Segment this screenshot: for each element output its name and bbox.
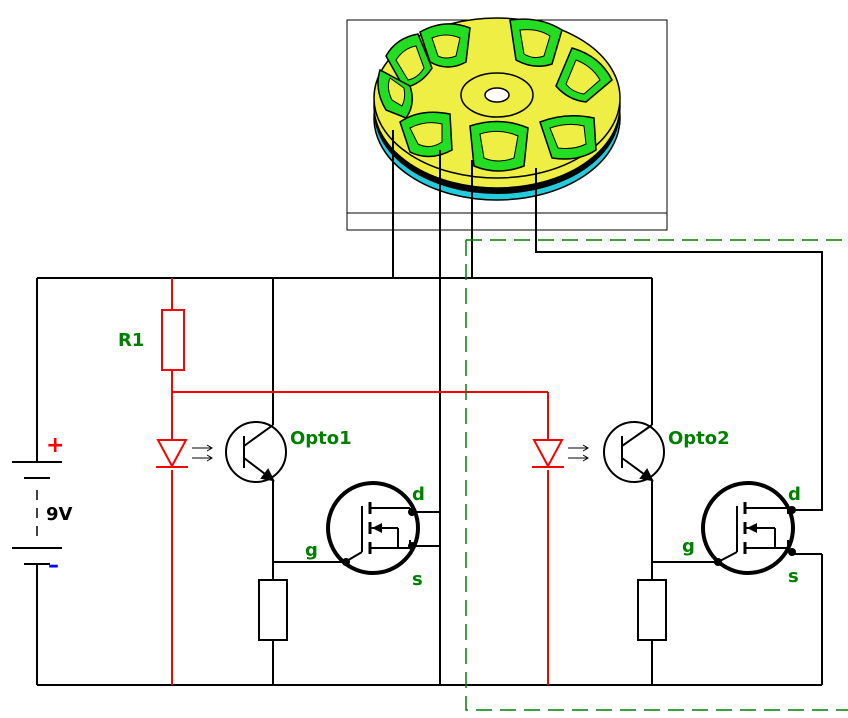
led-2 [532,439,564,469]
mosfet1-gate-label: g [305,540,318,561]
mosfet2-gate-label: g [682,536,695,557]
motor-image [346,17,668,231]
mosfet1-drain-label: d [412,484,425,505]
opto2-transistor [603,421,665,483]
r1-label: R1 [118,330,144,351]
resistor-emitter-1 [258,579,288,641]
mosfet-2 [701,481,796,575]
resistor-emitter-2 [637,579,667,641]
led-2-light-arrows [568,444,589,462]
coil-leads [392,130,823,685]
led-wiring [171,278,549,685]
battery-plus-label: + [46,433,64,458]
opto2-label: Opto2 [668,428,730,449]
battery-9v [12,455,62,565]
black-wiring [36,272,823,686]
resistor-r1 [161,309,185,371]
battery-minus-label: – [48,553,59,578]
opto1-transistor [225,421,287,483]
dashed-module-box [465,239,848,711]
battery-voltage-label: 9V [46,504,73,525]
led-1 [156,439,188,469]
mosfet-1 [326,481,420,575]
mosfet2-source-label: s [788,566,799,587]
mosfet1-source-label: s [412,569,423,590]
opto1-label: Opto1 [290,428,352,449]
mosfet2-drain-label: d [788,484,801,505]
led-1-light-arrows [192,444,213,462]
